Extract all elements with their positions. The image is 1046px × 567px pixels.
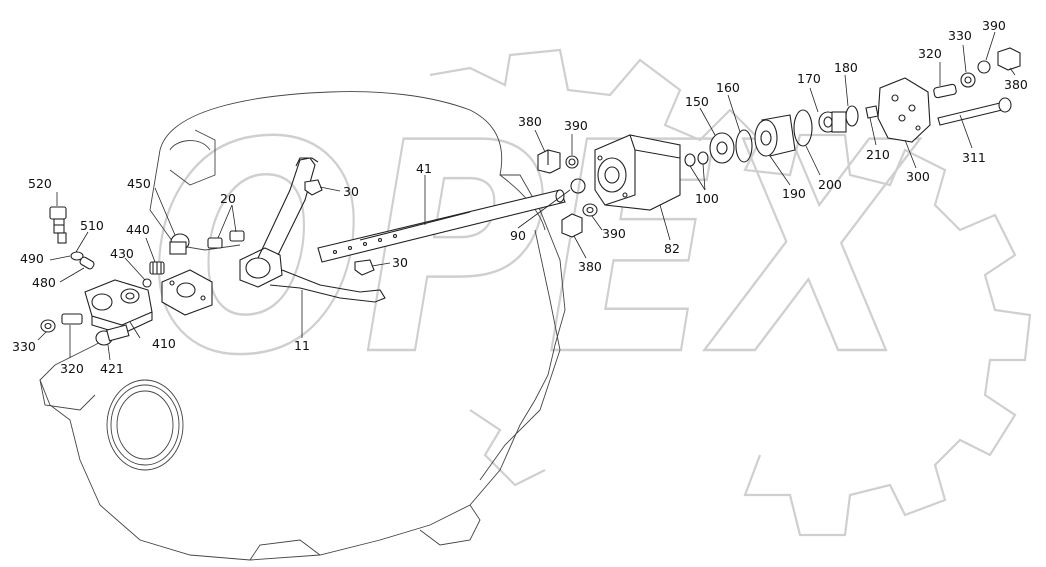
piston-150 (709, 132, 735, 164)
callout-300: 300 (906, 169, 930, 184)
callout-200: 200 (818, 177, 842, 192)
callout-330-right: 330 (948, 28, 972, 43)
pin-480 (79, 256, 95, 270)
callout-labels: 520 510 490 480 450 440 430 410 421 330 … (12, 18, 1028, 376)
callout-20: 20 (220, 191, 236, 206)
nut-380-lower (561, 213, 583, 238)
washer-390-lower (582, 203, 598, 217)
ring-180 (845, 105, 859, 127)
seal-200 (793, 109, 813, 147)
gearbox-housing (39, 91, 566, 561)
callout-450: 450 (127, 176, 151, 191)
bolt-421 (95, 324, 130, 346)
callout-390-right: 390 (982, 18, 1006, 33)
callout-30-upper: 30 (343, 184, 359, 199)
callout-390-lower: 390 (602, 226, 626, 241)
seal-160 (735, 129, 753, 163)
callout-520: 520 (28, 176, 52, 191)
nut-30-upper (304, 179, 323, 196)
callout-100: 100 (695, 191, 719, 206)
callout-160: 160 (716, 80, 740, 95)
piston-170 (754, 114, 796, 157)
callout-41: 41 (416, 161, 432, 176)
callout-380-upper: 380 (518, 114, 542, 129)
callout-410: 410 (152, 336, 176, 351)
clip-210 (865, 105, 879, 119)
o-ring-90 (570, 178, 586, 194)
callout-320-left: 320 (60, 361, 84, 376)
callout-490: 490 (20, 251, 44, 266)
watermark-gear (429, 48, 1032, 537)
housing-410 (84, 279, 153, 335)
nut-380-right (997, 47, 1021, 71)
spring-440 (149, 261, 165, 275)
cover-300 (877, 77, 931, 143)
gasket-plate (161, 269, 213, 316)
callout-150: 150 (685, 94, 709, 109)
bolt-311 (937, 97, 1012, 126)
seal-510 (70, 251, 84, 261)
callout-190: 190 (782, 186, 806, 201)
cylinder-82 (594, 134, 681, 211)
nut-30-lower (354, 259, 375, 276)
shift-fork-11 (239, 157, 386, 303)
callout-510: 510 (80, 218, 104, 233)
washer-330-right (960, 72, 976, 88)
callout-180: 180 (834, 60, 858, 75)
callout-330-left: 330 (12, 339, 36, 354)
bushing-180 (818, 111, 847, 133)
shift-rod-41 (317, 189, 566, 263)
callout-210: 210 (866, 147, 890, 162)
washer-330-left (40, 319, 56, 333)
nut-380-upper (537, 149, 561, 174)
ball-430 (142, 278, 152, 288)
callout-320-right: 320 (918, 46, 942, 61)
callout-380-right: 380 (1004, 77, 1028, 92)
sensor-520 (49, 206, 67, 244)
washer-390-right (977, 60, 991, 74)
callout-421: 421 (100, 361, 124, 376)
callout-11: 11 (294, 338, 310, 353)
callout-82: 82 (664, 241, 680, 256)
callout-170: 170 (797, 71, 821, 86)
callout-30-lower: 30 (392, 255, 408, 270)
callout-390-upper: 390 (564, 118, 588, 133)
callout-480: 480 (32, 275, 56, 290)
stud-320-left (61, 313, 83, 325)
callout-430: 430 (110, 246, 134, 261)
callout-380-lower: 380 (578, 259, 602, 274)
leader-lines (37, 31, 1016, 361)
plug-450 (169, 233, 190, 255)
washer-390-upper (565, 155, 579, 169)
callout-440: 440 (126, 222, 150, 237)
callout-90: 90 (510, 228, 526, 243)
stud-320-right (933, 83, 957, 99)
bolts-20 (207, 230, 245, 249)
callout-311: 311 (962, 150, 986, 165)
